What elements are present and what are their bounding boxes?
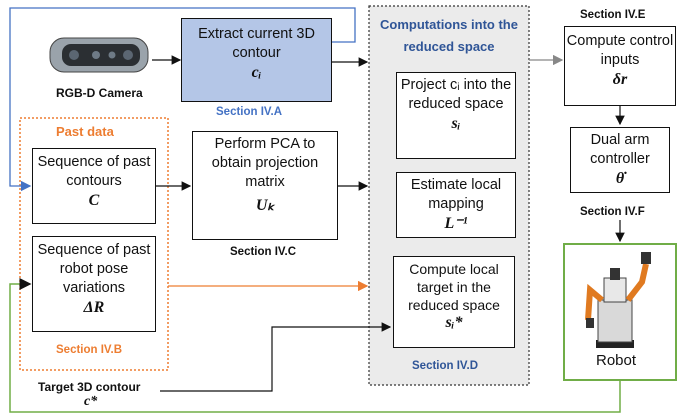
past-poses-math: ΔR xyxy=(83,299,105,316)
past-data-panel xyxy=(19,117,169,371)
dual-arm-text: Dual arm controller xyxy=(590,132,650,167)
extract-contour-math: cᵢ xyxy=(251,64,262,81)
dual-arm-box: Dual arm controller θ̇ xyxy=(570,127,670,193)
dual-arm-math: θ̇ xyxy=(615,170,625,187)
section-iv-c: Section IV.C xyxy=(230,246,297,258)
section-iv-d: Section IV.D xyxy=(412,360,479,372)
project-math: sᵢ xyxy=(451,115,461,132)
control-inputs-text: Compute control inputs xyxy=(566,33,674,68)
past-contours-text: Sequence of past contours xyxy=(37,154,151,189)
robot-icon xyxy=(585,252,651,348)
target-contour-label: Target 3D contour xyxy=(38,380,141,394)
section-iv-a: Section IV.A xyxy=(216,106,283,118)
estimate-box: Estimate local mapping L⁻¹ xyxy=(396,172,516,238)
control-inputs-math: δr xyxy=(612,71,628,88)
section-iv-b: Section IV.B xyxy=(56,344,123,356)
control-inputs-box: Compute control inputs δr xyxy=(564,26,676,106)
camera-label: RGB-D Camera xyxy=(56,86,143,100)
reduced-space-title: Computations into the reduced space xyxy=(380,17,518,54)
project-box: Project cᵢ into the reduced space sᵢ xyxy=(396,72,516,159)
past-poses-text: Sequence of past robot pose variations xyxy=(37,242,151,296)
local-target-math: sᵢ* xyxy=(445,314,463,331)
past-data-title: Past data xyxy=(56,124,114,139)
pca-box: Perform PCA to obtain projection matrix … xyxy=(192,131,338,240)
target-contour-math: c* xyxy=(84,394,98,409)
rgbd-camera-icon xyxy=(49,37,149,73)
local-target-text: Compute local target in the reduced spac… xyxy=(408,261,500,313)
extract-contour-text: Extract current 3D contour xyxy=(198,26,315,61)
pca-math: Uₖ xyxy=(255,197,275,214)
past-contours-math: C xyxy=(88,192,100,209)
local-target-box: Compute local target in the reduced spac… xyxy=(393,256,515,348)
past-poses-box: Sequence of past robot pose variations Δ… xyxy=(32,236,156,332)
estimate-text: Estimate local mapping xyxy=(410,177,502,212)
robot-label: Robot xyxy=(596,352,637,369)
estimate-math: L⁻¹ xyxy=(444,215,468,232)
section-iv-e: Section IV.E xyxy=(580,9,646,21)
arrow-robot-feedback xyxy=(9,278,621,413)
arrow-contour-feedback xyxy=(9,7,356,192)
past-contours-box: Sequence of past contours C xyxy=(32,148,156,224)
arrow-target-to-local xyxy=(160,322,392,392)
extract-contour-box: Extract current 3D contour cᵢ xyxy=(181,18,332,102)
pca-text: Perform PCA to obtain projection matrix xyxy=(211,136,319,190)
project-text: Project cᵢ into the reduced space xyxy=(400,77,512,112)
section-iv-f: Section IV.F xyxy=(580,206,645,218)
